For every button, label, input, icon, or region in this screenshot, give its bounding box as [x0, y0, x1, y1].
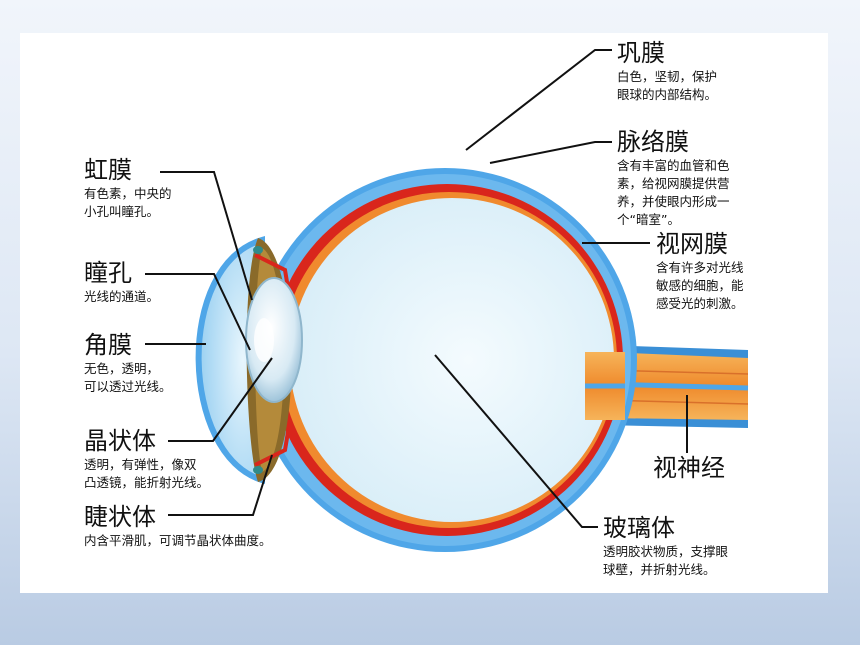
label-lens: 晶状体 透明，有弹性，像双 凸透镜，能折射光线。	[84, 426, 209, 492]
label-vitreous-desc-2: 球壁，并折射光线。	[603, 562, 716, 577]
optic-nerve	[600, 345, 749, 428]
label-optic-nerve-title: 视神经	[653, 454, 725, 482]
label-iris-desc-1: 有色素，中央的	[84, 186, 172, 201]
label-sclera-title: 巩膜	[617, 39, 665, 67]
label-retina-desc-2: 敏感的细胞，能	[656, 278, 744, 293]
label-cornea-title: 角膜	[84, 331, 132, 359]
label-choroid-title: 脉络膜	[617, 128, 689, 156]
label-choroid-desc-3: 养，并使眼内形成一	[617, 194, 730, 209]
leader-choroid	[489, 141, 612, 164]
label-retina-title: 视网膜	[656, 230, 728, 258]
label-retina-desc-3: 感受光的刺激。	[656, 296, 744, 311]
label-iris-desc-2: 小孔叫瞳孔。	[84, 204, 160, 219]
label-retina: 视网膜 含有许多对光线 敏感的细胞，能 感受光的刺激。	[656, 229, 744, 313]
leader-lines	[145, 49, 688, 528]
leader-vitreous	[434, 354, 598, 528]
leader-pupil	[145, 273, 251, 351]
label-vitreous: 玻璃体 透明胶状物质，支撑眼 球壁，并折射光线。	[603, 513, 728, 579]
leader-iris	[160, 171, 253, 301]
label-lens-desc-2: 凸透镜，能折射光线。	[84, 475, 210, 490]
label-retina-desc-1: 含有许多对光线	[656, 260, 744, 275]
label-ciliary: 睫状体 内含平滑肌，可调节晶状体曲度。	[84, 502, 272, 550]
vitreous-body	[290, 198, 614, 522]
label-choroid-desc-4: 个“暗室”。	[617, 212, 680, 227]
label-choroid-desc-2: 素，给视网膜提供营	[617, 176, 730, 191]
leader-lens	[168, 357, 273, 442]
label-pupil-title: 瞳孔	[84, 259, 132, 287]
label-cornea-desc-1: 无色，透明，	[84, 361, 160, 376]
cornea-shape	[195, 236, 265, 485]
label-optic-nerve: 视神经	[653, 453, 725, 483]
label-iris-title: 虹膜	[84, 156, 132, 184]
leader-ciliary	[168, 454, 273, 516]
label-vitreous-desc-1: 透明胶状物质，支撑眼	[603, 544, 729, 559]
label-iris: 虹膜 有色素，中央的 小孔叫瞳孔。	[84, 155, 172, 221]
label-vitreous-title: 玻璃体	[603, 514, 675, 542]
pupil-core	[254, 318, 274, 362]
label-choroid: 脉络膜 含有丰富的血管和色 素，给视网膜提供营 养，并使眼内形成一 个“暗室”。	[617, 127, 730, 229]
label-sclera-desc-2: 眼球的内部结构。	[617, 87, 718, 102]
label-ciliary-title: 睫状体	[84, 503, 156, 531]
label-lens-desc-1: 透明，有弹性，像双	[84, 457, 197, 472]
label-sclera-desc-1: 白色，坚韧，保护	[617, 69, 718, 84]
label-cornea-desc-2: 可以透过光线。	[84, 379, 172, 394]
label-choroid-desc-1: 含有丰富的血管和色	[617, 158, 730, 173]
label-sclera: 巩膜 白色，坚韧，保护 眼球的内部结构。	[617, 38, 717, 104]
label-ciliary-desc-1: 内含平滑肌，可调节晶状体曲度。	[84, 533, 272, 548]
leader-sclera	[465, 49, 612, 151]
label-pupil-desc-1: 光线的通道。	[84, 289, 160, 304]
label-cornea: 角膜 无色，透明， 可以透过光线。	[84, 330, 172, 396]
label-lens-title: 晶状体	[84, 427, 156, 455]
label-pupil: 瞳孔 光线的通道。	[84, 258, 159, 306]
